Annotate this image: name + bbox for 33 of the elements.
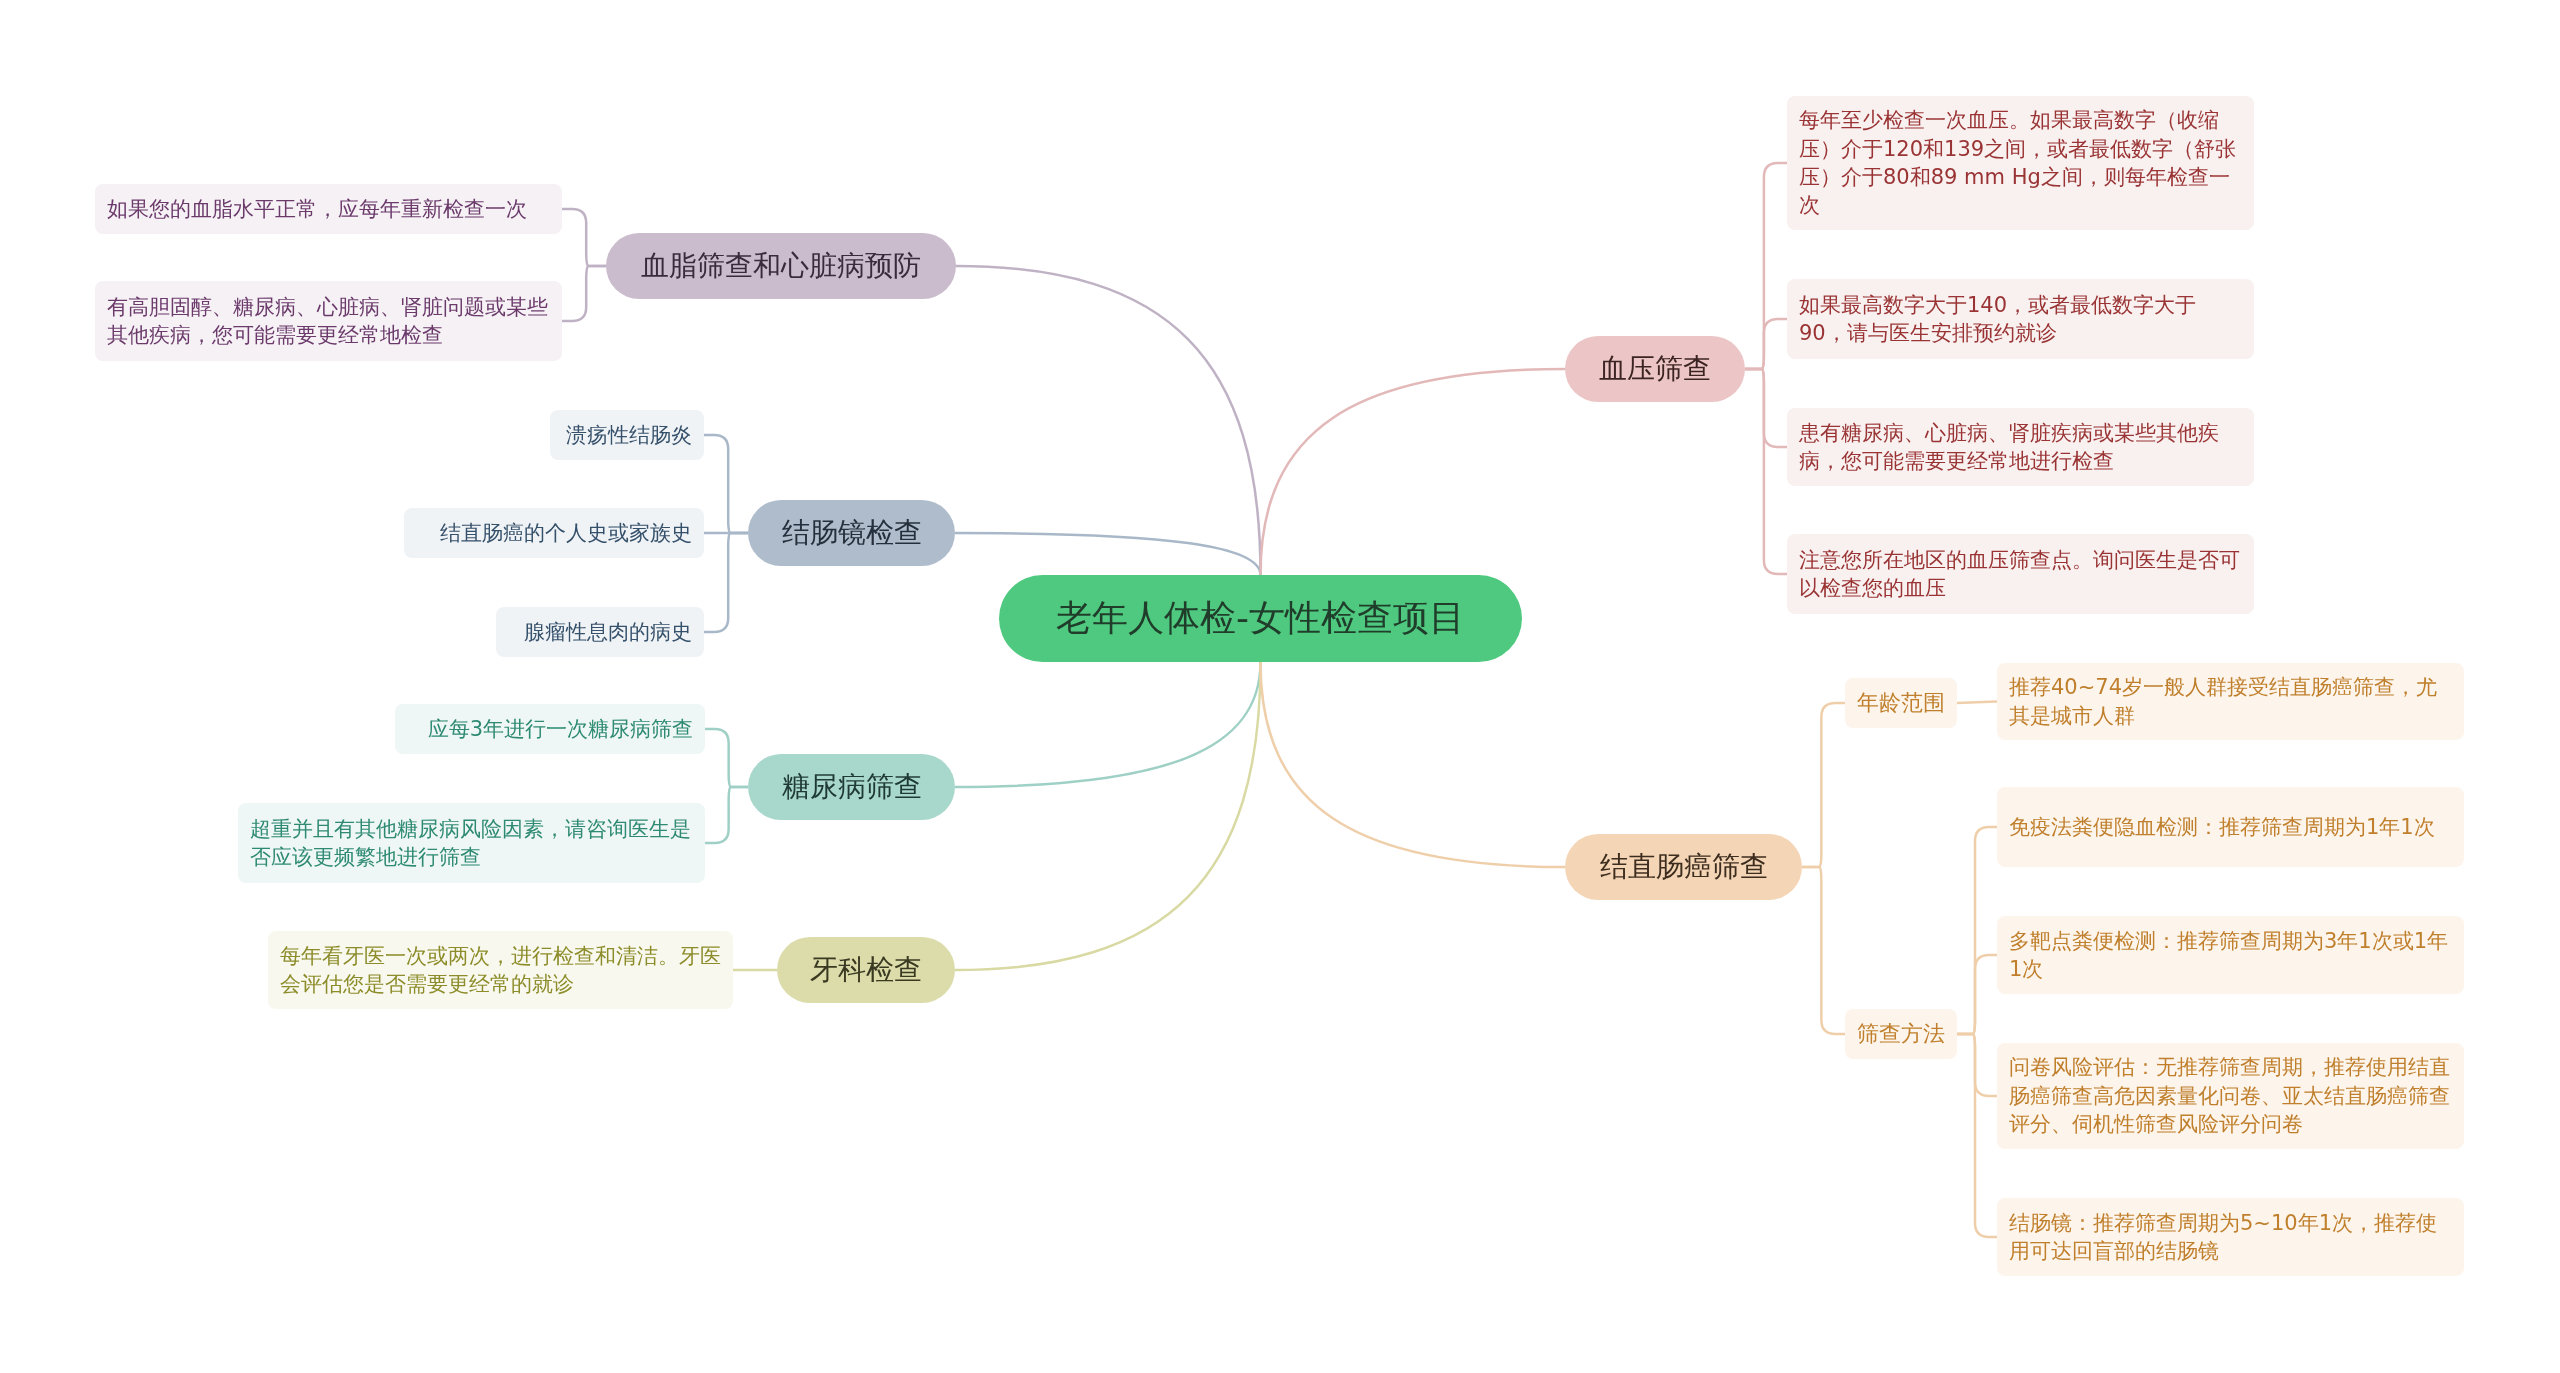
connector-line xyxy=(1957,1032,1997,1239)
branch-topic: 结直肠癌筛查 xyxy=(1565,834,1802,900)
branch-topic: 结肠镜检查 xyxy=(748,500,955,566)
note-card: 结肠镜：推荐筛查周期为5~10年1次，推荐使用可达回盲部的结肠镜 xyxy=(1997,1198,2464,1276)
note-card: 如果最高数字大于140，或者最低数字大于90，请与医生安排预约就诊 xyxy=(1787,279,2254,359)
note-card: 问卷风险评估：无推荐筛查周期，推荐使用结直肠癌筛查高危因素量化问卷、亚太结直肠癌筛查评分、伺机性筛查风险评分问卷 xyxy=(1997,1043,2464,1149)
note-card: 免疫法粪便隐血检测：推荐筛查周期为1年1次 xyxy=(1997,787,2464,867)
note-card: 如果您的血脂水平正常，应每年重新检查一次 xyxy=(95,184,562,234)
note-card: 推荐40~74岁一般人群接受结直肠癌筛查，尤其是城市人群 xyxy=(1997,663,2464,740)
note-card: 注意您所在地区的血压筛查点。询问医生是否可以检查您的血压 xyxy=(1787,534,2254,614)
branch-topic: 糖尿病筛查 xyxy=(748,754,955,820)
note-card: 结直肠癌的个人史或家族史 xyxy=(404,508,704,558)
connector-line xyxy=(1259,367,1566,576)
central-topic: 老年人体检-女性检查项目 xyxy=(999,575,1522,662)
connector-line xyxy=(733,968,777,972)
note-card: 应每3年进行一次糖尿病筛查 xyxy=(395,704,705,754)
note-card: 多靶点粪便检测：推荐筛查周期为3年1次或1年1次 xyxy=(1997,916,2464,994)
note-card: 有高胆固醇、糖尿病、心脏病、肾脏问题或某些其他疾病，您可能需要更经常地检查 xyxy=(95,281,562,361)
subtopic: 年龄范围 xyxy=(1845,678,1957,728)
note-card: 每年至少检查一次血压。如果最高数字（收缩压）介于120和139之间，或者最低数字（舒张压）介于80和89 mm Hg之间，则每年检查一次 xyxy=(1787,96,2254,230)
note-card: 每年看牙医一次或两次，进行检查和清洁。牙医会评估您是否需要更经常的就诊 xyxy=(268,931,733,1009)
branch-topic: 牙科检查 xyxy=(777,937,955,1003)
connector-line xyxy=(1259,661,1566,869)
note-card: 超重并且有其他糖尿病风险因素，请咨询医生是否应该更频繁地进行筛查 xyxy=(238,803,705,883)
connector-line xyxy=(1802,865,1845,1036)
branch-topic: 血脂筛查和心脏病预防 xyxy=(606,233,956,299)
subtopic: 筛查方法 xyxy=(1845,1009,1957,1059)
note-card: 腺瘤性息肉的病史 xyxy=(496,607,704,657)
note-card: 患有糖尿病、心脏病、肾脏疾病或某些其他疾病，您可能需要更经常地进行检查 xyxy=(1787,408,2254,486)
connector-line xyxy=(1956,700,1998,705)
branch-topic: 血压筛查 xyxy=(1565,336,1745,402)
connector-line xyxy=(1745,367,1787,576)
note-card: 溃疡性结肠炎 xyxy=(550,410,704,460)
